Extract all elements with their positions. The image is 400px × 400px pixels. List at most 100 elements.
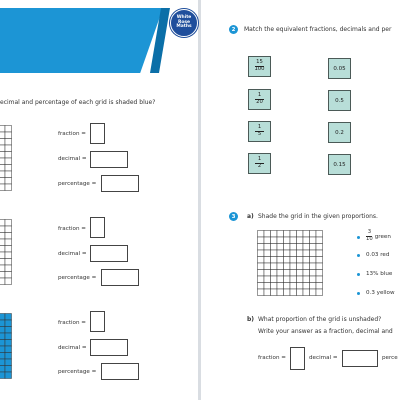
shading-grid-cell [309,236,317,244]
shading-grid-cell [302,249,310,257]
grid-cell [0,277,6,285]
shading-grid-cell [302,230,310,238]
shading-grid-cell [315,275,323,283]
grid-cell-shaded [0,313,6,321]
shading-grid-cell [296,236,304,244]
shading-grid-cell [296,243,304,251]
bullet-2 [357,254,361,258]
grid-3-shaded [0,313,12,379]
grid-cell [4,125,12,133]
unshaded-fraction-box[interactable] [290,347,305,370]
percentage-answer-box-3[interactable] [101,363,139,380]
shading-grid-cell [276,262,284,270]
decimal-card-4[interactable]: 0.15 [328,154,351,175]
shading-grid-cell [289,275,297,283]
shading-grid-cell [263,236,271,244]
shading-grid-cell [289,243,297,251]
green-numerator: 3 [367,229,372,235]
grid-cell [0,219,6,227]
grid-cell [4,271,12,279]
shading-grid-cell [270,236,278,244]
fraction-card-3-numerator: 1 [257,123,262,130]
shading-grid-cell [309,243,317,251]
grid-cell [0,251,6,259]
grid-cell-shaded [0,358,6,366]
decimal-card-1[interactable]: 0.05 [328,58,351,79]
percentage-answer-box-1[interactable] [101,175,139,192]
white-rose-maths-logo: White Rose Maths [170,9,198,37]
shading-grid-10x10[interactable] [257,230,323,296]
shading-grid-cell [302,288,310,296]
grid-cell-shaded [0,371,6,379]
shading-grid-cell [296,275,304,283]
unshaded-decimal-box[interactable] [342,350,378,367]
fraction-label-1: fraction = [58,131,86,137]
grid-cell-shaded [4,319,12,327]
shading-grid-cell [283,230,291,238]
fraction-answer-box-1[interactable] [90,123,105,144]
decimal-answer-box-1[interactable] [90,151,128,168]
shading-grid-cell [315,269,323,277]
grid-cell [4,151,12,159]
shading-grid-cell [283,249,291,257]
title-banner [0,8,163,73]
decimal-label-2: decimal = [58,251,87,257]
shading-grid-cell [257,230,265,238]
grid-cell [4,170,12,178]
grid-cell [0,232,6,240]
shading-grid-cell [276,288,284,296]
shading-grid-cell [270,282,278,290]
grid-cell-shaded [4,365,12,373]
shading-grid-cell [289,269,297,277]
logo-line-2: Rose [178,19,190,25]
grid-cell [0,238,6,246]
part-b-label: b) [247,316,255,323]
green-label: green [374,233,391,240]
percentage-answer-box-2[interactable] [101,269,139,286]
grid-cell [4,131,12,139]
fraction-answer-box-3[interactable] [90,311,105,332]
page-gutter [198,0,201,400]
percentage-label-2: percentage = [58,275,97,281]
question-2-text: Match the equivalent fractions, decimals… [244,26,392,33]
grid-cell [0,170,6,178]
grid-cell-shaded [4,339,12,347]
fraction-card-4-numerator: 1 [257,155,262,162]
shading-grid-cell [296,269,304,277]
decimal-card-3[interactable]: 0.2 [328,122,351,143]
grid-cell-shaded [4,371,12,379]
shading-grid-cell [270,249,278,257]
unshaded-percentage-label: perce [382,355,398,361]
shading-grid-cell [296,262,304,270]
decimal-answer-box-2[interactable] [90,245,128,262]
shading-grid-cell [276,275,284,283]
decimal-card-2[interactable]: 0.5 [328,90,351,111]
grid-cell [0,271,6,279]
shading-grid-cell [270,243,278,251]
shading-grid-cell [296,249,304,257]
shading-grid-cell [283,262,291,270]
grid-cell [4,238,12,246]
shading-grid-cell [289,282,297,290]
shading-grid-cell [283,269,291,277]
grid-cell [4,277,12,285]
fraction-answer-box-2[interactable] [90,217,105,238]
shading-grid-cell [276,249,284,257]
shading-grid-cell [270,262,278,270]
part-b-question: What proportion of the grid is unshaded? [258,316,382,323]
fraction-card-2-numerator: 1 [257,91,262,98]
shading-grid-cell [276,269,284,277]
grid-cell [0,164,6,172]
shading-grid-cell [302,282,310,290]
grid-cell [0,151,6,159]
shading-grid-cell [263,282,271,290]
grid-cell [4,219,12,227]
decimal-answer-box-3[interactable] [90,339,128,356]
grid-cell-shaded [0,332,6,340]
question-3-number: 3 [229,212,238,221]
